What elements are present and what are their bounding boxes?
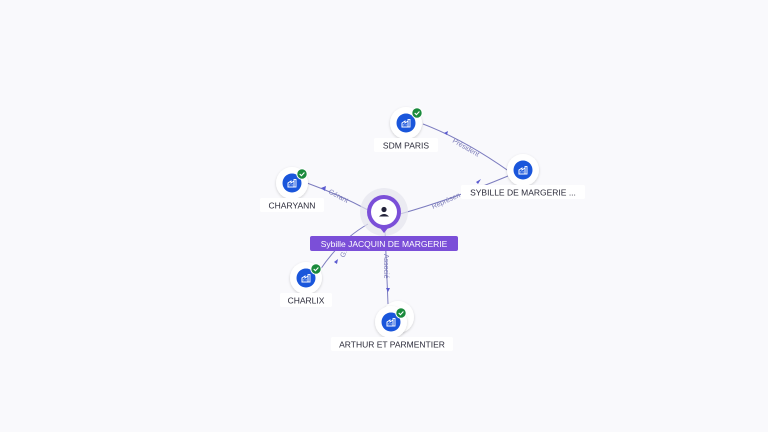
building-icon [296,268,316,288]
company-label: CHARLIX [288,296,325,306]
company-node-arthur-et-parmentier[interactable]: ARTHUR ET PARMENTIER [331,301,453,351]
edge-label-gerant: Gérant [327,189,349,205]
building-icon [396,113,416,133]
edge-label-associe: Associé [382,254,389,279]
person-icon [379,206,389,217]
company-label: ARTHUR ET PARMENTIER [339,340,445,350]
verified-check-icon [411,107,423,119]
company-label: SDM PARIS [383,141,429,151]
edge-label-president: Président [451,138,480,159]
building-icon [282,173,302,193]
verified-check-icon [395,307,407,319]
building-icon [513,160,533,180]
building-icon [381,312,401,332]
company-label: CHARYANN [269,201,316,211]
company-node-charyann[interactable]: CHARYANN [260,167,324,212]
company-node-sdm-paris[interactable]: SDM PARIS [374,107,438,152]
company-node-charlix[interactable]: CHARLIX [280,262,332,307]
verified-check-icon [296,168,308,180]
company-node-sybille-de-margerie[interactable]: SYBILLE DE MARGERIE ... [461,154,585,199]
person-label: Sybille JACQUIN DE MARGERIE [321,239,448,249]
verified-check-icon [310,263,322,275]
edge-label-g: G... [340,246,351,259]
person-node[interactable]: Sybille JACQUIN DE MARGERIE [310,188,458,251]
company-label: SYBILLE DE MARGERIE ... [470,188,576,198]
